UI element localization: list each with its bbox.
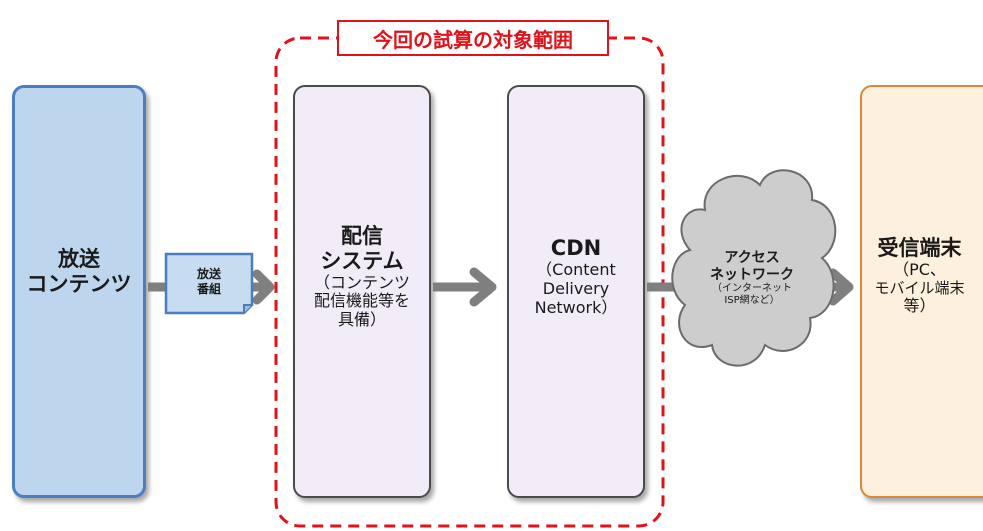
broadcast-content-box — [12, 85, 146, 498]
broadcast-content-line2: コンテンツ — [26, 271, 132, 296]
program-line2: 番組 — [196, 282, 221, 296]
receiving-device-label: 受信端末 （PC、 モバイル端末 等） — [856, 236, 983, 316]
access-network-label: アクセス ネットワーク （インターネット ISP網など） — [682, 250, 822, 307]
distribution-system-label: 配信 システム （コンテンツ 配信機能等を 具備） — [293, 224, 431, 330]
distribution-system-box — [293, 85, 431, 498]
broadcast-program-label: 放送 番組 — [166, 267, 252, 297]
device-sub-line2: モバイル端末 — [874, 278, 965, 297]
cdn-box — [507, 85, 645, 498]
device-title: 受信端末 — [877, 236, 962, 260]
cdn-sub-line2: Delivery — [542, 278, 610, 298]
device-sub-line3: 等） — [903, 296, 936, 316]
broadcast-content-line1: 放送 — [58, 247, 100, 271]
access-line1: アクセス — [724, 250, 780, 266]
cdn-sub-line3: Network） — [534, 297, 618, 317]
distribution-title-line2: システム — [320, 248, 404, 273]
broadcast-content-label: 放送 コンテンツ — [12, 247, 146, 297]
receiving-device-box — [860, 85, 983, 498]
cdn-title: CDN — [550, 236, 602, 260]
access-line2: ネットワーク — [710, 266, 794, 283]
access-sub-line2: ISP網など） — [724, 294, 780, 306]
distribution-sub-line2: 配信機能等を — [313, 291, 410, 311]
distribution-title-line1: 配信 — [341, 224, 383, 248]
device-sub-line1: （PC、 — [893, 259, 946, 279]
cdn-sub-line1: （Content — [536, 259, 616, 279]
scope-title: 今回の試算の対象範囲 — [337, 20, 609, 56]
program-line1: 放送 — [196, 267, 221, 281]
distribution-sub-line3: 具備） — [337, 310, 386, 330]
broadcast-program-doc — [164, 252, 254, 315]
distribution-sub-line1: （コンテンツ — [313, 272, 410, 292]
cdn-label: CDN （Content Delivery Network） — [507, 236, 645, 317]
access-sub-line1: （インターネット — [712, 283, 792, 295]
access-network-cloud — [671, 169, 837, 367]
